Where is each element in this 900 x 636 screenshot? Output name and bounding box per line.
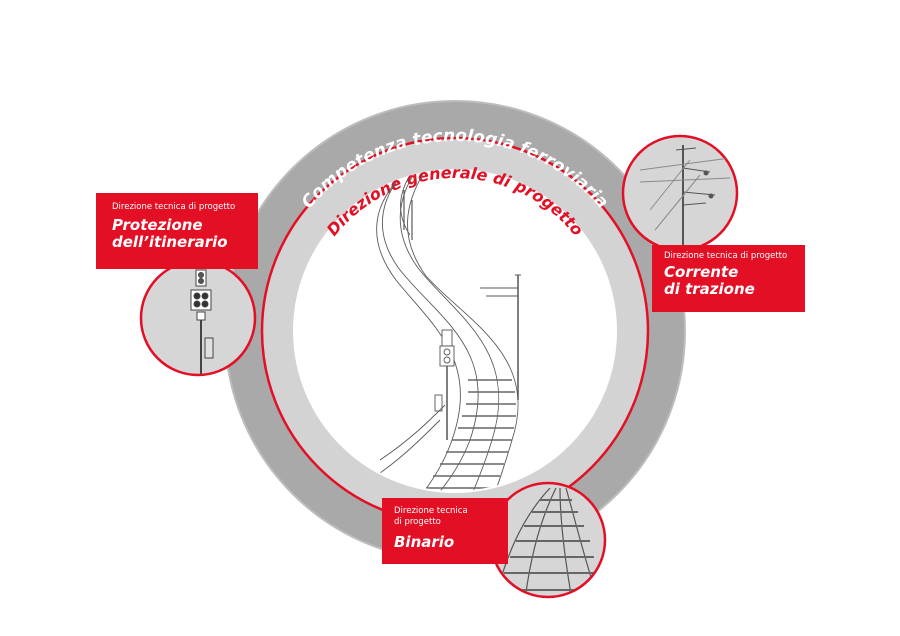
label-binario-small-2: di progetto: [394, 517, 441, 527]
label-corrente: Direzione tecnica di progetto Corrente d…: [652, 245, 805, 312]
node-binario: [489, 481, 607, 599]
label-protezione-title-1: Protezione: [112, 216, 203, 234]
label-protezione: Direzione tecnica di progetto Protezione…: [96, 193, 258, 269]
label-binario: Direzione tecnica di progetto Binario: [382, 498, 508, 564]
label-binario-small-1: Direzione tecnica: [394, 506, 468, 516]
label-corrente-title-2: di trazione: [664, 280, 755, 298]
signal-icon: [190, 269, 214, 374]
label-protezione-small: Direzione tecnica di progetto: [112, 202, 236, 212]
catenary-mast-icon: [639, 145, 731, 250]
label-binario-title: Binario: [394, 533, 455, 551]
label-corrente-small: Direzione tecnica di progetto: [664, 251, 788, 261]
label-corrente-title-1: Corrente: [664, 263, 739, 281]
central-railway-illustration: [369, 171, 521, 491]
label-protezione-title-2: dell’itinerario: [112, 233, 228, 251]
node-corrente: [621, 134, 739, 252]
node-protezione: [139, 259, 257, 377]
